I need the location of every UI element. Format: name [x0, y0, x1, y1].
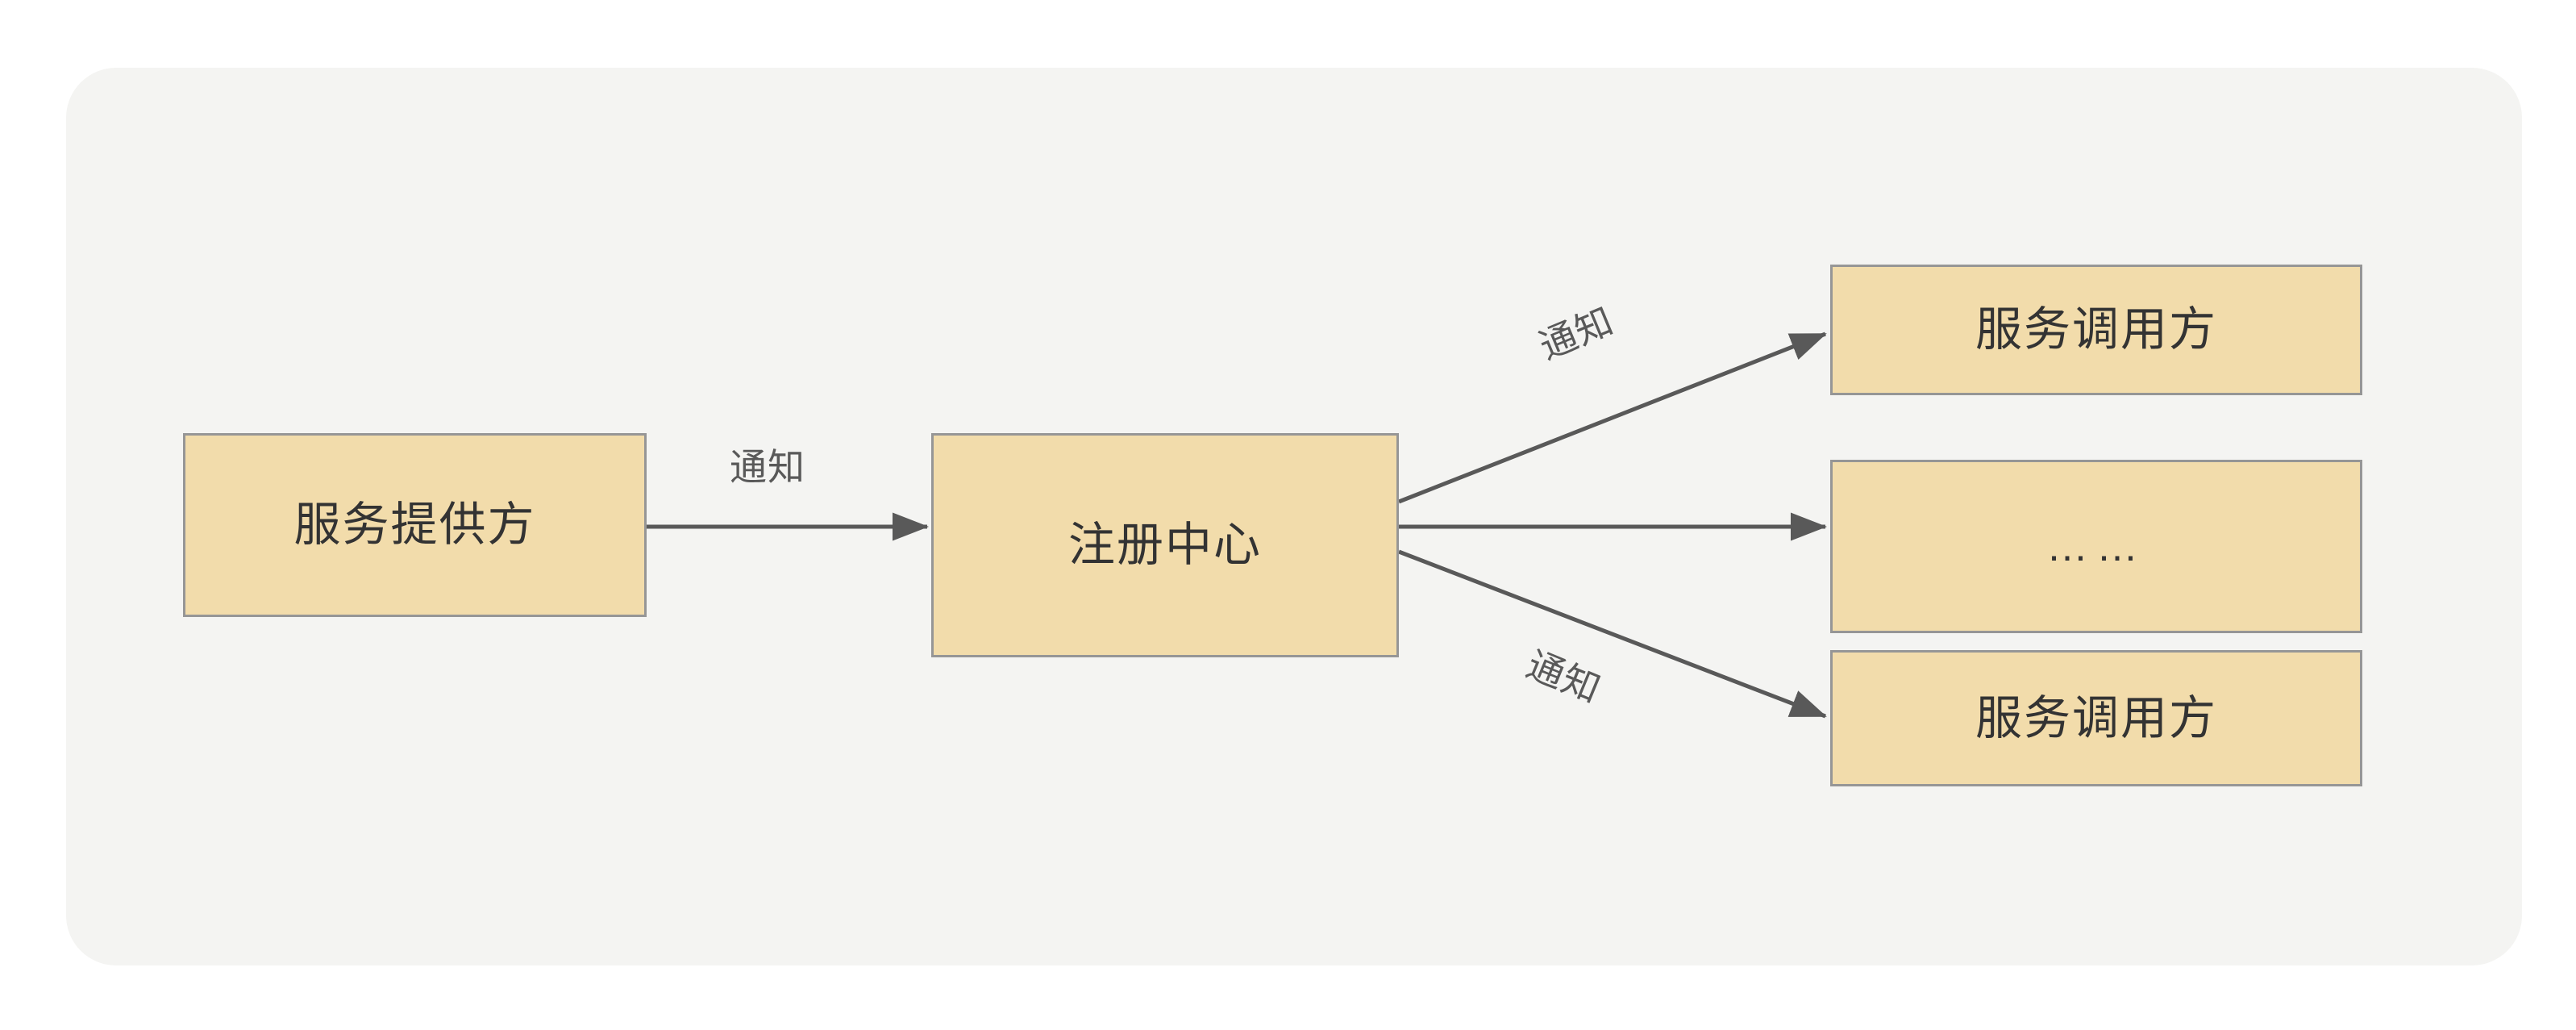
- node-more-consumers[interactable]: ……: [1830, 460, 2362, 633]
- edge-label-provider-to-registry: 通知: [730, 446, 805, 488]
- node-service-consumer-bottom-label: 服务调用方: [1975, 691, 2217, 744]
- node-more-consumers-label: ……: [2046, 523, 2146, 570]
- node-service-provider[interactable]: 服务提供方: [183, 433, 647, 617]
- node-service-consumer-top-label: 服务调用方: [1975, 303, 2217, 356]
- node-service-consumer-top[interactable]: 服务调用方: [1830, 265, 2362, 395]
- node-service-provider-label: 服务提供方: [293, 498, 536, 551]
- node-registry-center-label: 注册中心: [1067, 519, 1262, 571]
- node-registry-center[interactable]: 注册中心: [931, 433, 1399, 657]
- node-service-consumer-bottom[interactable]: 服务调用方: [1830, 650, 2362, 786]
